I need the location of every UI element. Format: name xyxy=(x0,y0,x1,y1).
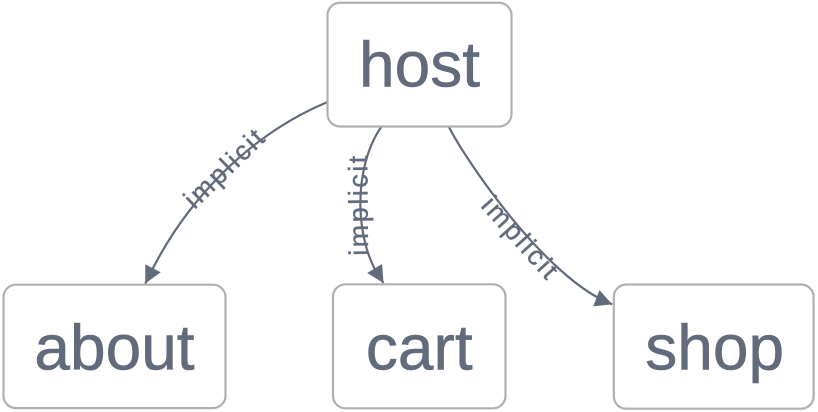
svg-text:implicit: implicit xyxy=(475,190,566,286)
svg-text:shop: shop xyxy=(645,312,784,384)
svg-text:host: host xyxy=(359,28,480,100)
svg-text:cart: cart xyxy=(366,312,473,384)
svg-text:implicit: implicit xyxy=(178,121,272,214)
svg-text:implicit: implicit xyxy=(343,153,374,256)
svg-text:about: about xyxy=(34,312,194,384)
